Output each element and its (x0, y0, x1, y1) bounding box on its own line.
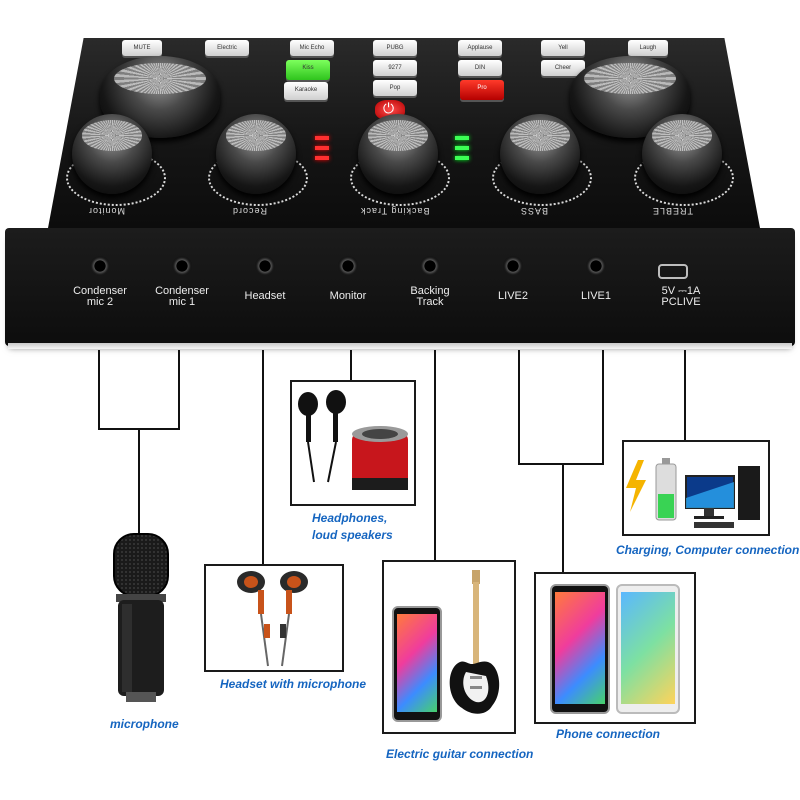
condenser-mic2-jack[interactable] (90, 256, 110, 276)
phone-icon (392, 606, 442, 722)
charging-computer-icon (626, 458, 760, 528)
record-knob-label: Record (232, 206, 268, 216)
wire (350, 350, 352, 382)
phone-caption: Phone connection (556, 727, 661, 741)
headset-caption: Headset with microphone (220, 677, 367, 691)
guitar-box (382, 560, 516, 734)
treble-knob[interactable] (642, 114, 722, 194)
bass-knob-label: BASS (520, 206, 549, 216)
smartphone-white-icon (616, 584, 680, 714)
led-red-3 (315, 156, 329, 160)
wire (178, 350, 180, 430)
live1-label: LIVE1 (581, 290, 611, 302)
wire (518, 463, 604, 465)
backing-track-knob-label: Backing Track (360, 206, 430, 216)
headset-jack[interactable] (255, 256, 275, 276)
speakers-box (290, 380, 416, 506)
right-main-knob[interactable] (570, 56, 690, 138)
pop-key[interactable]: Pop (373, 80, 417, 96)
cheer-key[interactable]: Cheer (541, 60, 585, 76)
mute-key[interactable]: MUTE (122, 40, 162, 56)
condenser-mic1-jack[interactable] (172, 256, 192, 276)
applause-key[interactable]: Applause (458, 40, 502, 56)
wire (98, 350, 100, 430)
monitor-knob-label: Monitor (88, 206, 126, 216)
treble-knob-label: TREBLE (652, 206, 694, 216)
headset-icon (237, 571, 308, 667)
live2-jack[interactable] (503, 256, 523, 276)
wire (562, 463, 564, 573)
led-red-1 (315, 136, 329, 140)
kiss-key[interactable]: Kiss (286, 60, 330, 80)
led-green-2 (455, 146, 469, 150)
headset-box (204, 564, 344, 672)
record-knob[interactable] (216, 114, 296, 194)
speakers-caption: Headphones, loud speakers (312, 511, 393, 542)
pro-key[interactable]: Pro (460, 80, 504, 100)
led-red-2 (315, 146, 329, 150)
laugh-key[interactable]: Laugh (628, 40, 668, 56)
pubg-key[interactable]: PUBG (373, 40, 417, 56)
bass-knob[interactable] (500, 114, 580, 194)
condenser-microphone-icon (113, 533, 169, 702)
smartphone-icon (550, 584, 610, 714)
microphone-caption: microphone (110, 717, 179, 731)
karaoke-key[interactable]: Karaoke (284, 82, 328, 100)
computer-caption: Charging, Computer connection (616, 543, 800, 557)
live1-jack[interactable] (586, 256, 606, 276)
din-key[interactable]: DIN (458, 60, 502, 76)
mixer-front-panel (5, 228, 795, 346)
backing-track-label: Backing Track (410, 285, 450, 308)
wire (138, 428, 140, 536)
yell-key[interactable]: Yell (541, 40, 585, 56)
key-9277[interactable]: 9277 (373, 60, 417, 76)
mic-echo-key[interactable]: Mic Echo (290, 40, 334, 56)
led-green-3 (455, 156, 469, 160)
wire (518, 350, 520, 465)
electric-guitar-icon (449, 570, 500, 714)
wire (262, 350, 264, 568)
wire (434, 350, 436, 562)
live2-label: LIVE2 (498, 290, 528, 302)
wire (684, 350, 686, 442)
condenser-mic1-label: Condenser mic 1 (155, 285, 209, 308)
backing-track-jack[interactable] (420, 256, 440, 276)
monitor-knob[interactable] (72, 114, 152, 194)
monitor-jack[interactable] (338, 256, 358, 276)
backing-track-knob[interactable] (358, 114, 438, 194)
wire (602, 350, 604, 465)
earphones-speaker-icon (298, 390, 408, 490)
computer-box (622, 440, 770, 536)
monitor-label: Monitor (329, 290, 367, 302)
headset-label: Headset (244, 290, 286, 302)
guitar-caption: Electric guitar connection (386, 747, 534, 761)
phones-box (534, 572, 696, 724)
condenser-mic2-label: Condenser mic 2 (73, 285, 127, 308)
usb-port[interactable] (658, 264, 688, 279)
led-green-1 (455, 136, 469, 140)
mixer-chrome-edge (8, 343, 792, 349)
electric-key[interactable]: Electric (205, 40, 249, 56)
pclive-label: 5V ⎓1A PCLIVE (661, 285, 701, 308)
